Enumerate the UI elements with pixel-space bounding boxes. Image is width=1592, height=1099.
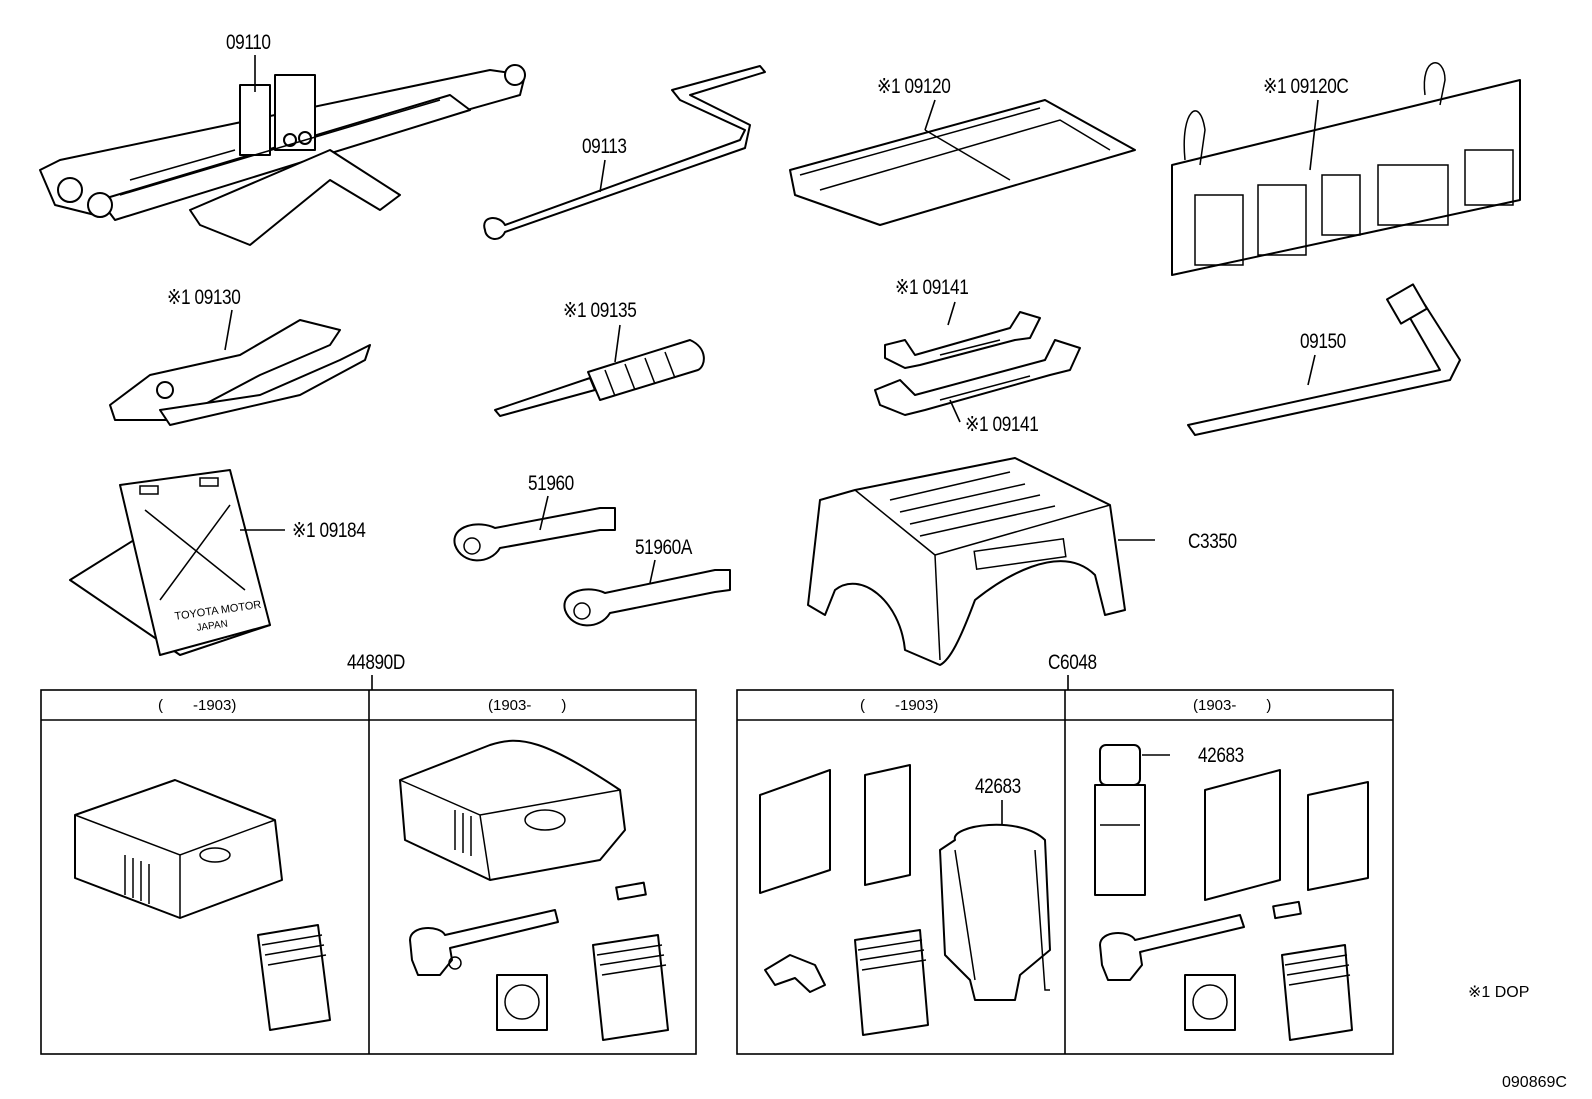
step-stool (807, 457, 1126, 666)
sticker-2 (1184, 974, 1236, 1031)
label-51960: 51960 (528, 472, 574, 495)
figure-code: 090869C (1502, 1074, 1567, 1091)
screwdriver (494, 339, 705, 417)
label-42683-bag: 42683 (975, 775, 1021, 798)
hook-bolt-a (563, 569, 731, 627)
footnote-dop: ※1 DOP (1468, 984, 1530, 1001)
label-09120c: ※1 09120C (1263, 75, 1349, 98)
label-c6048: C6048 (1048, 651, 1097, 674)
label-c3350: C3350 (1188, 530, 1237, 553)
patch-stack-3 (854, 929, 929, 1036)
hook-bolt (453, 507, 616, 562)
kit-44890d-frame (40, 689, 697, 1055)
kit-c6048-col-left: ( -1903) (860, 697, 939, 714)
scissor-jack (39, 64, 526, 246)
sealant-bottle (1094, 744, 1146, 896)
instruction-sheet-2 (864, 764, 911, 886)
sealant-bag (939, 823, 1051, 1001)
label-42683-bottle: 42683 (1198, 744, 1244, 767)
warning-stand (69, 469, 271, 656)
patch-stack-1 (257, 924, 331, 1031)
label-09130: ※1 09130 (167, 286, 241, 309)
label-09141-bottom: ※1 09141 (965, 413, 1039, 436)
lug-wrench (1187, 283, 1461, 436)
patch-stack-4 (1281, 944, 1353, 1041)
label-09150: 09150 (1300, 330, 1346, 353)
valve-tool (764, 954, 826, 993)
kit-c6048-col-right: (1903- ) (1193, 697, 1272, 714)
label-44890d: 44890D (347, 651, 405, 674)
label-09113: 09113 (582, 135, 627, 158)
sticker-1 (496, 974, 548, 1031)
valve-core (615, 881, 647, 901)
instruction-sheet-3 (1204, 769, 1281, 901)
label-09110: 09110 (226, 31, 271, 54)
jack-handle (483, 65, 766, 240)
leader-lines (224, 55, 1319, 825)
label-09120: ※1 09120 (877, 75, 951, 98)
hose-fitting (409, 909, 559, 976)
label-09184: ※1 09184 (292, 519, 366, 542)
label-09141-top: ※1 09141 (895, 276, 969, 299)
kit-c6048-frame (736, 689, 1394, 1055)
tool-pouch (1171, 62, 1521, 276)
pliers (109, 319, 371, 426)
patch-stack-2 (592, 934, 669, 1041)
instruction-sheet-4 (1307, 781, 1369, 891)
label-51960a: 51960A (635, 536, 692, 559)
hose-fitting-2 (1099, 914, 1245, 981)
kit-44890d-col-right: (1903- ) (488, 697, 567, 714)
wrench-large (874, 339, 1081, 416)
tool-bag (789, 99, 1136, 226)
compressor-case (74, 779, 283, 919)
label-09135: ※1 09135 (563, 299, 637, 322)
instruction-sheet-1 (759, 769, 831, 894)
compressor (399, 739, 626, 881)
kit-44890d-col-left: ( -1903) (158, 697, 237, 714)
valve-core-2 (1272, 900, 1302, 920)
wrench-small (884, 311, 1041, 369)
